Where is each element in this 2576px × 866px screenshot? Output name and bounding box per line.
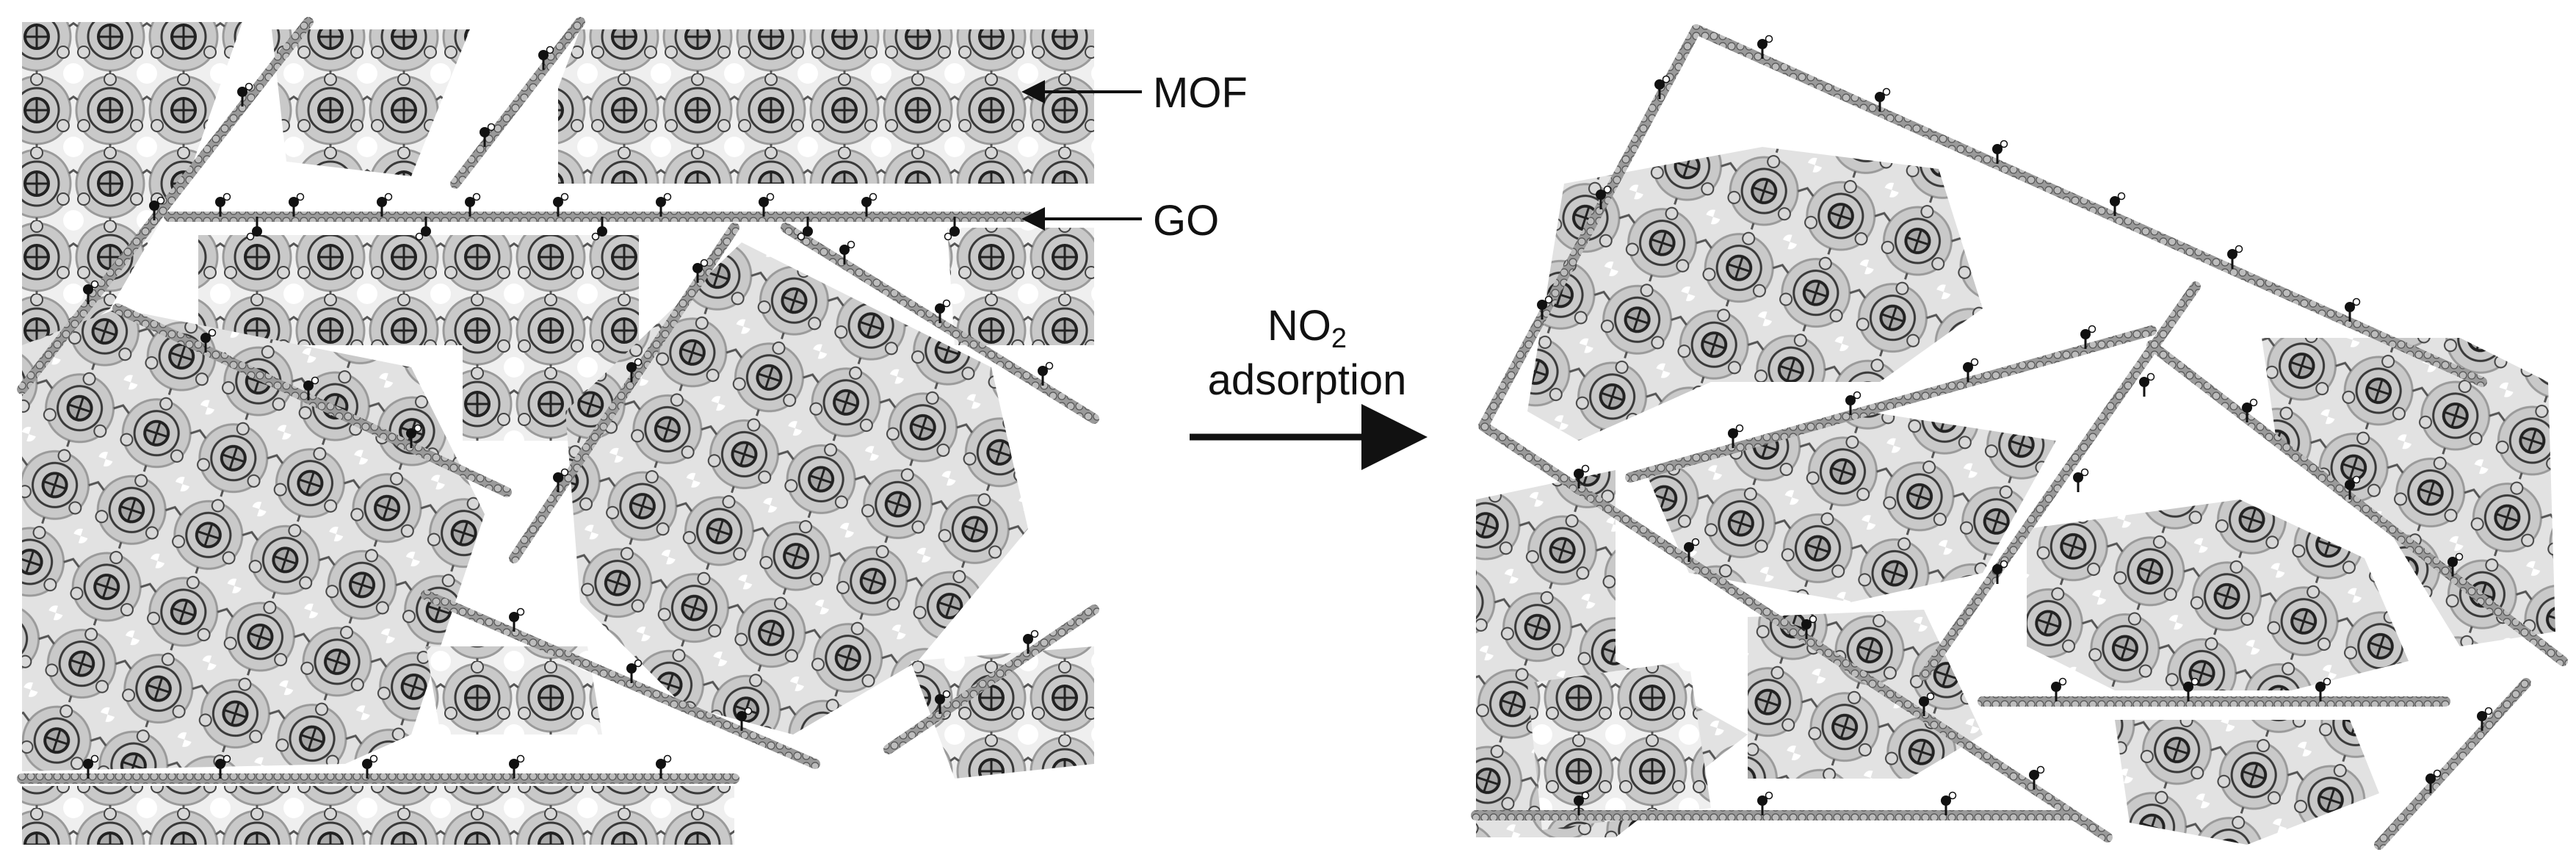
mof-aggregate: [1645, 411, 2056, 602]
mof-crystal: [272, 29, 470, 176]
mof-crystal: [947, 228, 1094, 345]
mof-crystal: [565, 242, 1028, 735]
process-subscript: 2: [1331, 323, 1347, 354]
mof-crystal: [558, 29, 1094, 184]
mof-aggregate: [1527, 661, 1711, 830]
mof-aggregate: [2115, 720, 2379, 845]
after-adsorption-panel: [1471, 24, 2568, 850]
mof-aggregate: [2027, 499, 2409, 690]
process-word: adsorption: [1207, 356, 1407, 404]
process-species: NO: [1267, 302, 1331, 350]
mof-crystal: [426, 646, 602, 735]
mof-crystal: [911, 646, 1094, 779]
go-sheets-after: [1471, 24, 2568, 850]
mof-aggregate: [2262, 338, 2555, 646]
mof-aggregate: [1527, 147, 1983, 441]
mof-aggregate: [1748, 610, 1983, 779]
go-label: GO: [1153, 197, 1220, 245]
mof-crystal: [22, 786, 734, 845]
mof-crystal: [198, 235, 639, 441]
process-label: NO2 adsorption: [1168, 301, 1447, 405]
mof-crystal: [22, 22, 242, 367]
before-adsorption-panel: [17, 17, 1142, 845]
go-sheets: [17, 17, 1099, 784]
mof-label: MOF: [1153, 69, 1248, 117]
